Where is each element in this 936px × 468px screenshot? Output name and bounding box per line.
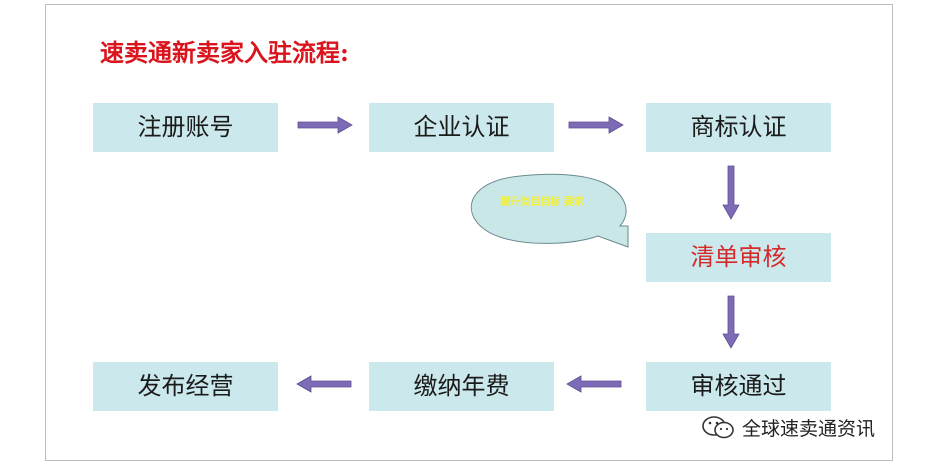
step-review-passed: 审核通过 — [646, 362, 831, 411]
arrow-fee-to-publish — [296, 375, 352, 393]
callout-bubble — [470, 173, 629, 248]
diagram-title: 速卖通新卖家入驻流程: — [100, 38, 349, 67]
step-list-review: 清单审核 — [646, 233, 831, 282]
arrow-passed-to-fee — [566, 375, 622, 393]
callout-text: 提升类目目标 要求 — [500, 197, 584, 208]
step-register: 注册账号 — [93, 103, 278, 152]
arrow-company-to-trademark — [568, 116, 624, 134]
watermark: 全球速卖通资讯 — [700, 412, 875, 442]
wechat-icon — [702, 416, 734, 439]
arrow-register-to-company — [297, 116, 353, 134]
step-pay-fee: 缴纳年费 — [369, 362, 554, 411]
step-trademark-cert: 商标认证 — [646, 103, 831, 152]
watermark-text: 全球速卖通资讯 — [742, 417, 876, 440]
arrow-review-to-passed — [722, 295, 740, 349]
step-company-cert: 企业认证 — [369, 103, 554, 152]
arrow-trademark-to-review — [722, 165, 740, 220]
step-publish: 发布经营 — [93, 362, 278, 411]
